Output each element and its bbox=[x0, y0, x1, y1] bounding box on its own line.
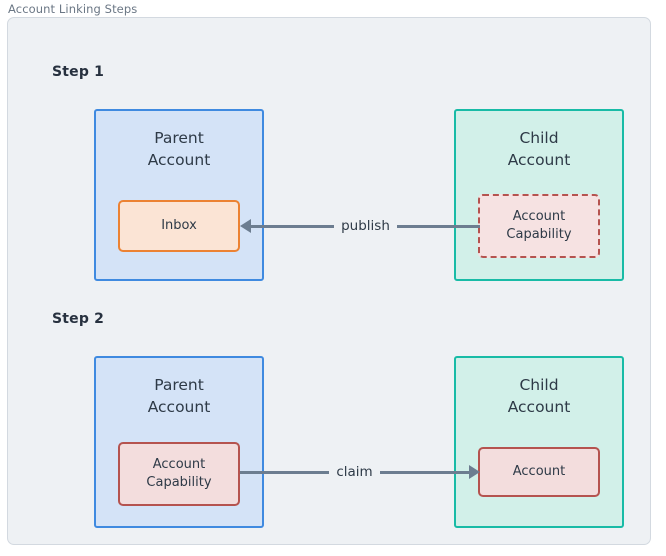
step-1-inbox-box[interactable]: Inbox bbox=[118, 200, 240, 252]
step-1-parent-account-title: Parent Account bbox=[147, 129, 211, 170]
step-2-child-account-box[interactable]: Child Account bbox=[454, 356, 624, 528]
step-2-account-box[interactable]: Account bbox=[478, 447, 600, 497]
diagram-caption: Account Linking Steps bbox=[8, 2, 138, 16]
connector-line bbox=[240, 470, 330, 474]
step-2-parent-account-title: Parent Account bbox=[147, 376, 211, 417]
connector-line bbox=[379, 470, 470, 474]
step-2-label: Step 2 bbox=[52, 311, 105, 327]
diagram-frame: Step 1 Parent Account Inbox Child Accoun… bbox=[7, 17, 651, 545]
step-2-connector-label: claim bbox=[336, 464, 373, 480]
connector-line bbox=[396, 224, 481, 228]
step-1-account-capability-box[interactable]: Account Capability bbox=[478, 194, 600, 258]
step-1-child-account-title: Child Account bbox=[507, 129, 571, 170]
step-2-account-capability-box[interactable]: Account Capability bbox=[118, 442, 240, 506]
step-1-publish-connector: publish bbox=[240, 213, 481, 239]
connector-line bbox=[251, 224, 335, 228]
step-1-label: Step 1 bbox=[52, 64, 105, 80]
step-1-connector-label: publish bbox=[341, 218, 390, 234]
step-2-child-account-title: Child Account bbox=[507, 376, 571, 417]
step-1-parent-account-box[interactable]: Parent Account bbox=[94, 109, 264, 281]
arrow-right-icon bbox=[469, 465, 481, 479]
step-2-claim-connector: claim bbox=[240, 459, 481, 485]
arrow-left-icon bbox=[240, 219, 251, 233]
